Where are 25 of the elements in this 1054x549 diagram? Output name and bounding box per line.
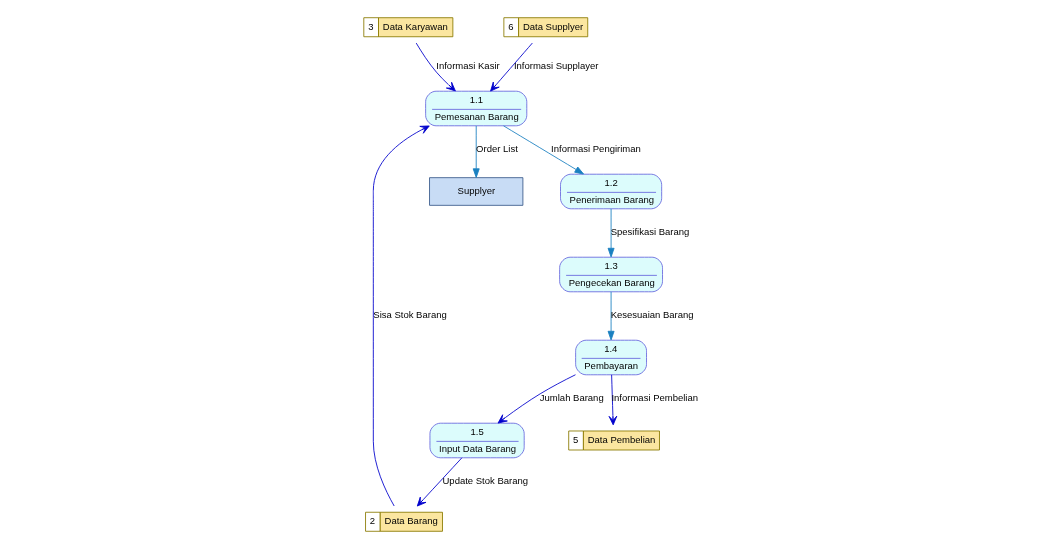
edge-label: Informasi Kasir [436, 60, 500, 72]
edge-label: Sisa Stok Barang [373, 309, 447, 321]
edge-label: Informasi Pengiriman [551, 143, 641, 155]
node-box: Supplyer [429, 177, 524, 206]
arrow [490, 42, 533, 92]
arrow [608, 374, 618, 426]
arrow [607, 291, 615, 341]
edge-label: Spesifikasi Barang [610, 226, 690, 238]
edge-label: Informasi Supplayer [513, 60, 599, 72]
edge-label: Update Stok Barang [442, 475, 529, 487]
edge-label: Order List [476, 143, 518, 155]
arrow [416, 457, 463, 507]
arrow [372, 125, 430, 507]
arrow [497, 374, 576, 424]
arrow [503, 125, 585, 175]
arrow [472, 125, 480, 178]
node-box: 1.3 Pengecekan Barang [559, 256, 663, 293]
node-box: 1.4 Pembayaran [575, 339, 647, 376]
node-box: 1.1 Pemesanan Barang [425, 90, 528, 127]
edge-label: Kesesuaian Barang [610, 309, 694, 321]
node-box: 1.2 Penerimaan Barang [560, 173, 663, 210]
edge-label: Jumlah Barang [539, 392, 604, 404]
arrow [607, 208, 615, 258]
node-box: 1.5 Input Data Barang [429, 422, 525, 459]
arrow [415, 42, 456, 92]
